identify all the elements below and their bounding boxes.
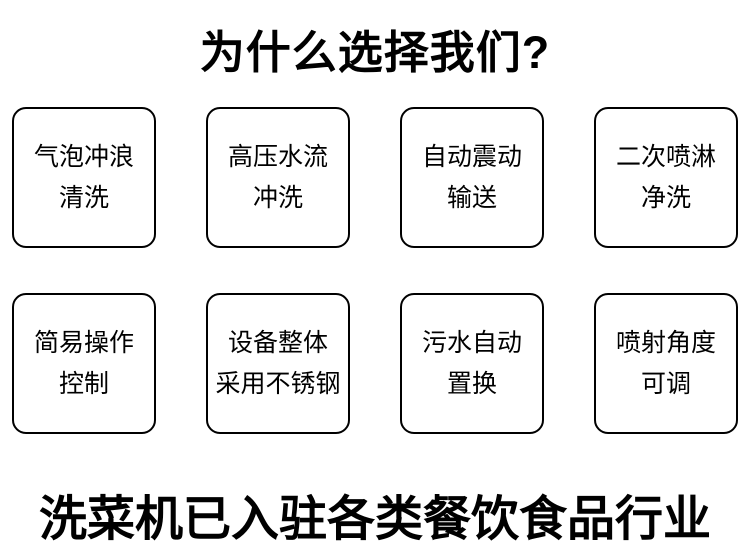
- feature-grid-row-2: 简易操作 控制 设备整体 采用不锈钢 污水自动 置换 喷射角度 可调: [12, 293, 738, 434]
- feature-text-line: 喷射角度: [615, 328, 716, 357]
- feature-card-secondary-spray-clean: 二次喷淋 净洗: [594, 107, 738, 248]
- feature-card-bubble-wash: 气泡冲浪 清洗: [12, 107, 156, 248]
- feature-text-line: 二次喷淋: [615, 142, 716, 171]
- feature-text-line: 设备整体: [227, 328, 328, 357]
- feature-card-auto-vibration-conveyor: 自动震动 输送: [400, 107, 544, 248]
- feature-grid-row-1: 气泡冲浪 清洗 高压水流 冲洗 自动震动 输送 二次喷淋 净洗: [12, 107, 738, 248]
- feature-card-easy-operation: 简易操作 控制: [12, 293, 156, 434]
- feature-text-line: 可调: [640, 369, 691, 398]
- feature-text-line: 气泡冲浪: [33, 142, 134, 171]
- feature-text-line: 净洗: [640, 183, 691, 212]
- feature-text-line: 自动震动: [421, 142, 522, 171]
- feature-text-line: 控制: [58, 369, 109, 398]
- feature-text-line: 输送: [446, 183, 497, 212]
- feature-text-line: 高压水流: [227, 142, 328, 171]
- feature-text-line: 清洗: [58, 183, 109, 212]
- feature-card-high-pressure-rinse: 高压水流 冲洗: [206, 107, 350, 248]
- feature-card-auto-sewage-replacement: 污水自动 置换: [400, 293, 544, 434]
- feature-text-line: 采用不锈钢: [215, 369, 341, 398]
- feature-card-stainless-steel-body: 设备整体 采用不锈钢: [206, 293, 350, 434]
- feature-text-line: 置换: [446, 369, 497, 398]
- feature-text-line: 冲洗: [252, 183, 303, 212]
- footer-title: 洗菜机已入驻各类餐饮食品行业: [38, 493, 711, 546]
- feature-card-adjustable-spray-angle: 喷射角度 可调: [594, 293, 738, 434]
- feature-text-line: 简易操作: [33, 328, 134, 357]
- page-title: 为什么选择我们?: [199, 27, 551, 78]
- feature-text-line: 污水自动: [421, 328, 522, 357]
